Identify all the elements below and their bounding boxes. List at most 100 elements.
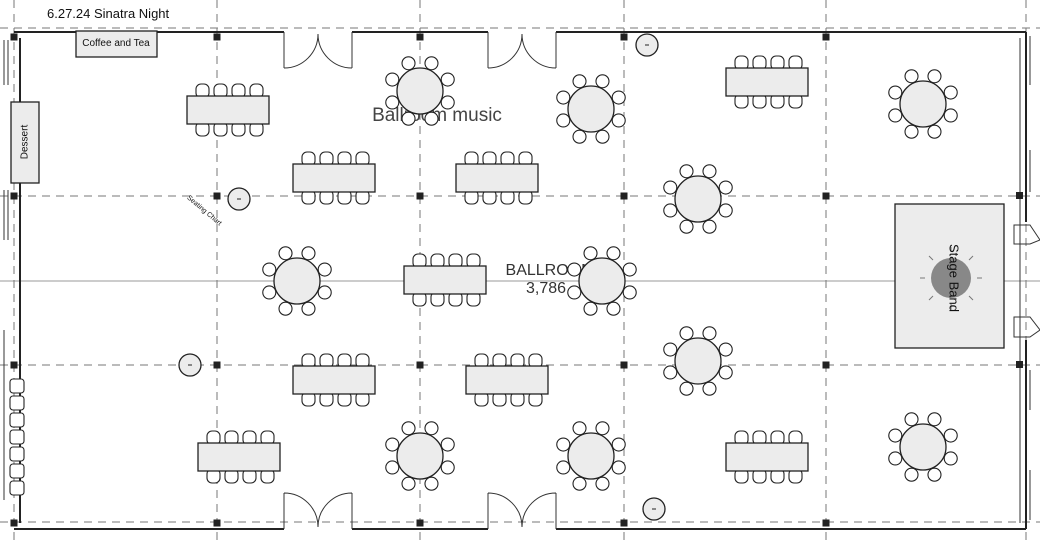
chair-icon bbox=[679, 381, 694, 396]
banquet-table[interactable] bbox=[292, 151, 376, 205]
coffee-station-label: Coffee and Tea bbox=[82, 38, 150, 49]
chair-icon bbox=[317, 285, 332, 300]
banquet-table[interactable] bbox=[186, 83, 270, 137]
round-table[interactable] bbox=[556, 74, 626, 144]
chair-icon bbox=[385, 437, 400, 452]
stage-band[interactable]: Stage Band bbox=[894, 203, 1005, 349]
door-icon bbox=[283, 32, 557, 529]
dessert-station-label: Dessert bbox=[20, 125, 31, 160]
chair-icon bbox=[606, 301, 621, 316]
round-table[interactable] bbox=[556, 421, 626, 491]
round-table[interactable] bbox=[262, 246, 332, 316]
dessert-station[interactable]: Dessert bbox=[10, 101, 40, 184]
banquet-table-top bbox=[455, 163, 539, 193]
banquet-table-top bbox=[292, 365, 376, 395]
column-icon bbox=[10, 33, 1023, 527]
coffee-station[interactable]: Coffee and Tea bbox=[75, 30, 158, 58]
round-table[interactable] bbox=[888, 412, 958, 482]
chair-icon bbox=[440, 95, 455, 110]
disco-ball-icon bbox=[931, 258, 971, 298]
chair-icon bbox=[278, 246, 293, 261]
chair-icon bbox=[611, 113, 626, 128]
round-table[interactable] bbox=[385, 56, 455, 126]
banquet-table[interactable] bbox=[725, 55, 809, 109]
round-table-top bbox=[674, 175, 722, 223]
chair-icon bbox=[401, 56, 416, 71]
chair-icon bbox=[888, 108, 903, 123]
banquet-table-top bbox=[197, 442, 281, 472]
chair-icon bbox=[622, 285, 637, 300]
round-table-top bbox=[396, 432, 444, 480]
banquet-table[interactable] bbox=[292, 353, 376, 407]
banquet-table-top bbox=[725, 442, 809, 472]
column bbox=[620, 192, 628, 200]
column bbox=[620, 361, 628, 369]
chair-icon bbox=[943, 428, 958, 443]
banquet-table[interactable] bbox=[455, 151, 539, 205]
chair-icon bbox=[927, 124, 942, 139]
cocktail-table[interactable] bbox=[642, 497, 666, 521]
chair-icon bbox=[718, 203, 733, 218]
column bbox=[620, 33, 628, 41]
page-title: 6.27.24 Sinatra Night bbox=[47, 6, 170, 21]
stage-band-label: Stage Band bbox=[947, 244, 962, 312]
column bbox=[1016, 361, 1023, 368]
chair-icon bbox=[440, 437, 455, 452]
column bbox=[416, 192, 424, 200]
chair-icon bbox=[556, 437, 571, 452]
column bbox=[620, 519, 628, 527]
column bbox=[822, 361, 830, 369]
chair-icon bbox=[702, 326, 717, 341]
chair-icon bbox=[262, 285, 277, 300]
chair-icon bbox=[702, 381, 717, 396]
chair-icon bbox=[622, 262, 637, 277]
chair-icon bbox=[301, 301, 316, 316]
round-table-top bbox=[567, 85, 615, 133]
banquet-table-top bbox=[725, 67, 809, 97]
column bbox=[416, 33, 424, 41]
chair-icon bbox=[606, 246, 621, 261]
chair-icon bbox=[927, 69, 942, 84]
round-table-top bbox=[396, 67, 444, 115]
column bbox=[822, 33, 830, 41]
chair-icon bbox=[317, 262, 332, 277]
round-tables bbox=[262, 56, 958, 491]
chair-icon bbox=[663, 203, 678, 218]
chair-icon bbox=[424, 476, 439, 491]
cocktail-table[interactable] bbox=[178, 353, 202, 377]
chair-icon bbox=[385, 72, 400, 87]
column bbox=[213, 33, 221, 41]
banquet-table[interactable] bbox=[725, 430, 809, 484]
chair-icon bbox=[595, 74, 610, 89]
chair-icon bbox=[583, 301, 598, 316]
round-table[interactable] bbox=[663, 326, 733, 396]
chair-icon bbox=[888, 85, 903, 100]
chair-icon bbox=[611, 460, 626, 475]
chair-icon bbox=[572, 421, 587, 436]
chair-icon bbox=[611, 90, 626, 105]
column bbox=[213, 519, 221, 527]
chair-icon bbox=[718, 365, 733, 380]
chair-icon bbox=[440, 460, 455, 475]
round-table-top bbox=[567, 432, 615, 480]
round-table[interactable] bbox=[385, 421, 455, 491]
cocktail-table[interactable] bbox=[227, 187, 251, 211]
round-table[interactable] bbox=[663, 164, 733, 234]
chair-icon bbox=[556, 90, 571, 105]
banquet-table[interactable] bbox=[465, 353, 549, 407]
chair-icon bbox=[702, 164, 717, 179]
banquet-table[interactable] bbox=[403, 253, 487, 307]
round-table[interactable] bbox=[888, 69, 958, 139]
cocktail-table[interactable] bbox=[635, 33, 659, 57]
chair-icon bbox=[679, 326, 694, 341]
chair-icon bbox=[943, 85, 958, 100]
chair-icon bbox=[572, 74, 587, 89]
column bbox=[213, 361, 221, 369]
banquet-table[interactable] bbox=[197, 430, 281, 484]
banquet-table-top bbox=[292, 163, 376, 193]
round-table-top bbox=[899, 80, 947, 128]
chair-icon bbox=[401, 111, 416, 126]
chair-icon bbox=[663, 180, 678, 195]
chair-icon bbox=[595, 476, 610, 491]
round-table[interactable] bbox=[567, 246, 637, 316]
